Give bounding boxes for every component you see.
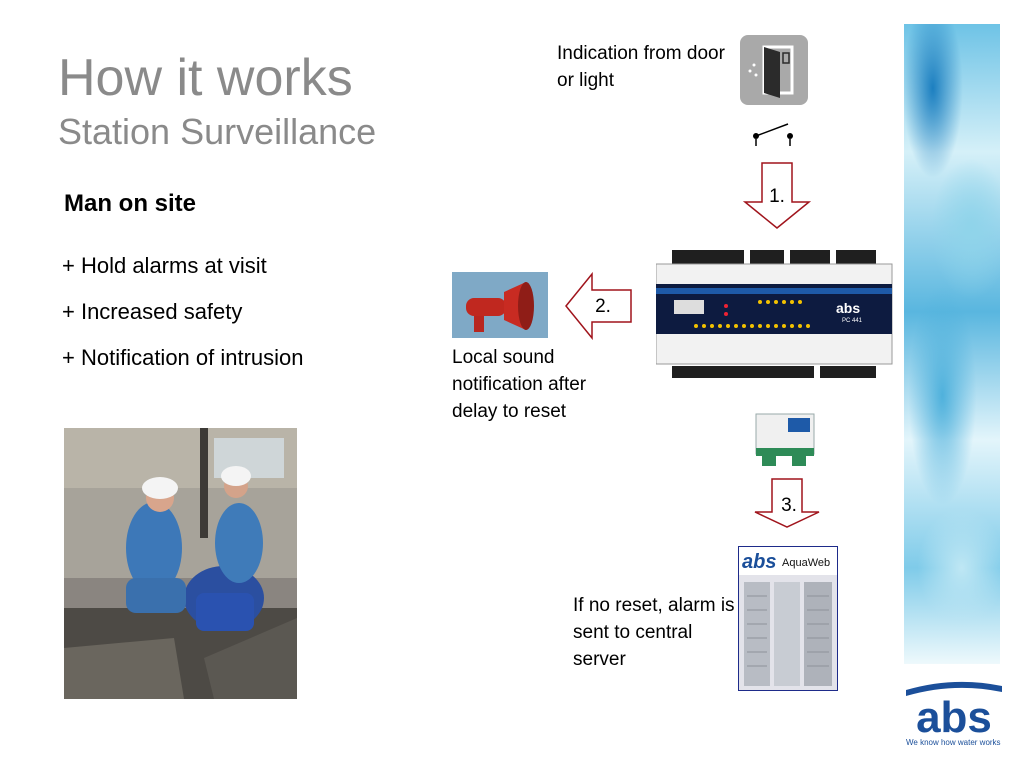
controller-brand: abs (836, 300, 861, 316)
bullet-item: + Hold alarms at visit (62, 253, 267, 278)
arrow-left-step2 (565, 272, 632, 340)
workers-photo (64, 428, 297, 699)
page-subtitle: Station Surveillance (58, 111, 377, 152)
step1-label: 1. (769, 186, 785, 207)
step2-label: 2. (595, 296, 611, 317)
siren-label: Local sound notification after delay to … (452, 347, 587, 422)
controller-model: PC 441 (842, 318, 863, 324)
server-label: If no reset, alarm is sent to central se… (573, 595, 735, 670)
server-rack (738, 546, 838, 691)
server-product: AquaWeb (782, 557, 831, 569)
siren-icon (452, 272, 548, 338)
bullet-item: + Notification of intrusion (62, 345, 304, 370)
arrow-down-step1 (742, 162, 812, 229)
abs-logo: abs (906, 681, 1002, 742)
switch-icon (753, 123, 793, 146)
door-indication-label: Indication from door or light (557, 43, 725, 91)
step3-label: 3. (781, 495, 797, 516)
door-icon (740, 35, 808, 105)
bullet-item: + Increased safety (62, 299, 243, 324)
page-title: How it works (58, 49, 353, 107)
water-decoration (904, 24, 1000, 664)
section-heading: Man on site (64, 190, 197, 217)
modem-unit (755, 413, 815, 466)
server-brand: abs (742, 551, 777, 573)
controller-unit (656, 250, 893, 378)
arrow-down-step3 (754, 478, 820, 528)
logo-text: abs (916, 693, 992, 742)
logo-tagline: We know how water works (906, 738, 1001, 747)
